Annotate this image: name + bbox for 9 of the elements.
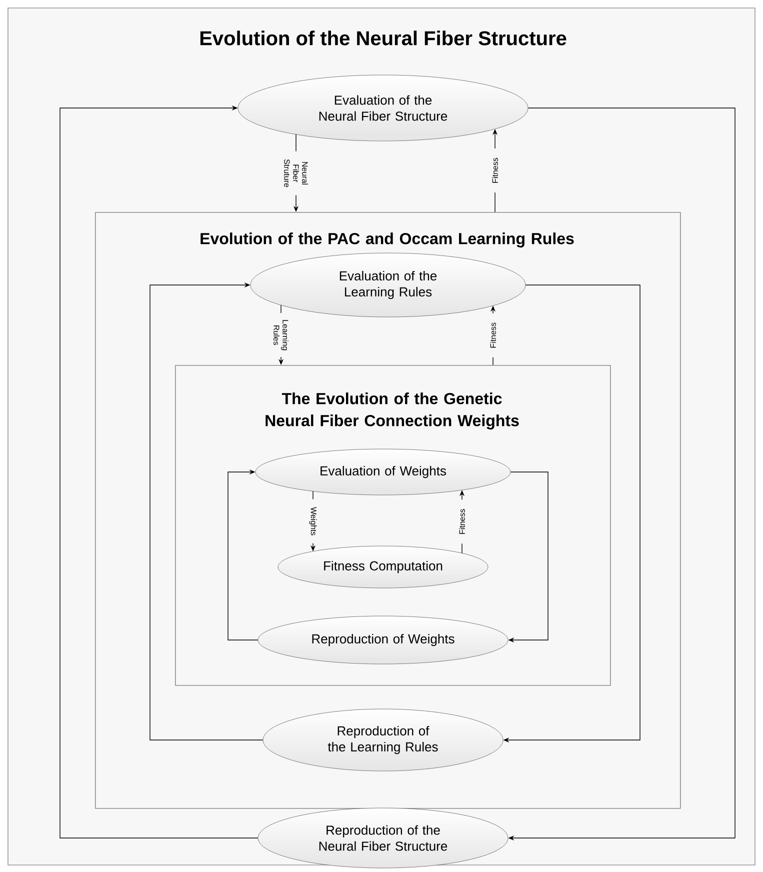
edge-label: Fitness — [458, 500, 466, 544]
edge-label: Neural Fiber Struture — [283, 151, 309, 196]
arrow — [150, 282, 264, 740]
arrow — [228, 469, 258, 640]
arrow — [60, 105, 258, 838]
edge-label: Learning Rules — [272, 313, 290, 358]
edge-label: Fitness — [491, 148, 499, 192]
edge-label: Fitness — [489, 313, 497, 358]
diagram-title: Evolution of the Neural Fiber Structure — [200, 30, 566, 46]
